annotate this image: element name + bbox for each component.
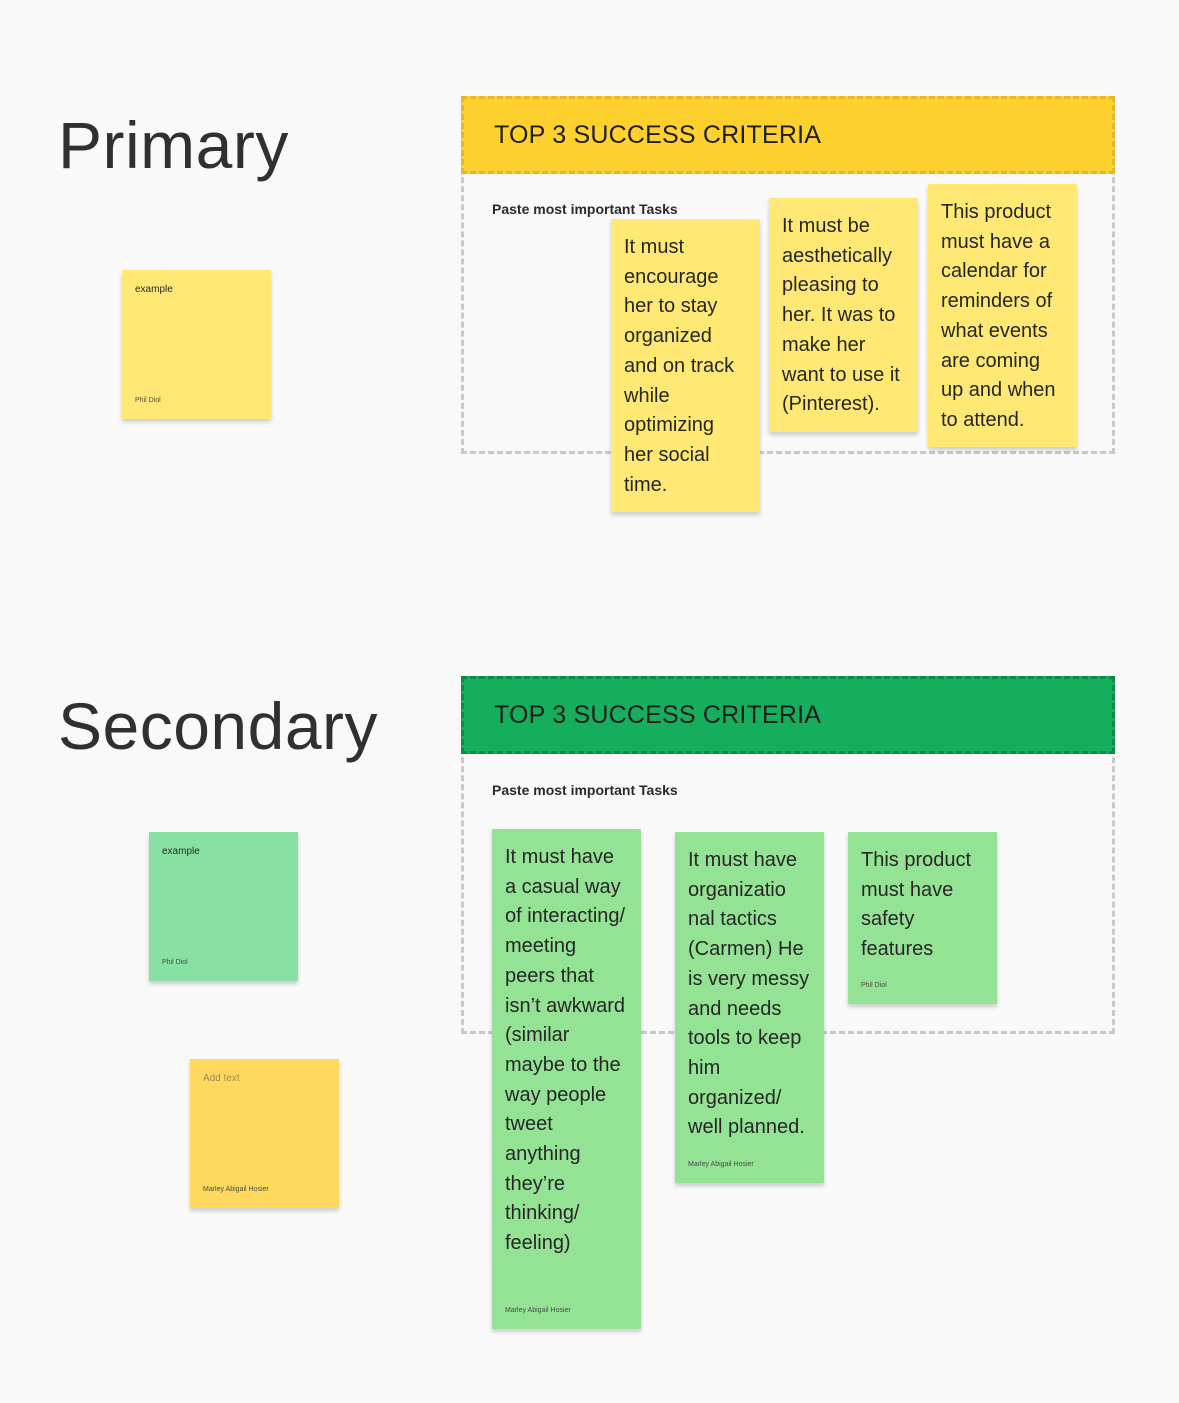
criteria-note-text: This product must have a calendar for re… [941, 201, 1056, 431]
criteria-note-text: It must be aesthetically pleasing to her… [782, 215, 900, 416]
criteria-note-text: This product must have safety features [861, 849, 972, 961]
criteria-note-author: Marley Abigail Hosier [505, 1307, 571, 1314]
secondary-panel-header[interactable]: TOP 3 SUCCESS CRITERIA [461, 676, 1115, 754]
criteria-note-text: It must encourage her to stay organized … [624, 236, 735, 496]
primary-example-note[interactable]: example Phil Diol [122, 270, 271, 419]
criteria-note-text: It must have a casual way of interacting… [505, 846, 626, 1255]
add-note-author: Marley Abigail Hosier [203, 1186, 269, 1193]
add-text-note[interactable]: Add text Marley Abigail Hosier [190, 1059, 339, 1208]
example-note-text: example [135, 284, 173, 295]
secondary-section-title: Secondary [58, 689, 379, 763]
primary-panel-header[interactable]: TOP 3 SUCCESS CRITERIA [461, 96, 1115, 174]
secondary-criteria-note-1[interactable]: It must have a casual way of interacting… [492, 829, 641, 1329]
primary-criteria-note-3[interactable]: This product must have a calendar for re… [928, 184, 1077, 447]
criteria-note-author: Phil Diol [861, 982, 887, 989]
primary-criteria-note-2[interactable]: It must be aesthetically pleasing to her… [769, 198, 918, 432]
primary-panel-subtitle: Paste most important Tasks [492, 201, 678, 217]
secondary-panel-subtitle: Paste most important Tasks [492, 782, 678, 798]
secondary-example-note[interactable]: example Phil Diol [149, 832, 298, 981]
criteria-note-text: It must have organizatio nal tactics (Ca… [688, 849, 810, 1139]
add-text-placeholder[interactable]: Add text [203, 1073, 240, 1084]
example-note-author: Phil Diol [135, 397, 161, 404]
secondary-criteria-note-3[interactable]: This product must have safety features P… [848, 832, 997, 1004]
secondary-criteria-note-2[interactable]: It must have organizatio nal tactics (Ca… [675, 832, 824, 1183]
criteria-note-author: Marley Abigail Hosier [688, 1161, 754, 1168]
primary-section-title: Primary [58, 108, 289, 182]
example-note-text: example [162, 846, 200, 857]
primary-criteria-note-1[interactable]: It must encourage her to stay organized … [611, 219, 760, 512]
example-note-author: Phil Diol [162, 959, 188, 966]
